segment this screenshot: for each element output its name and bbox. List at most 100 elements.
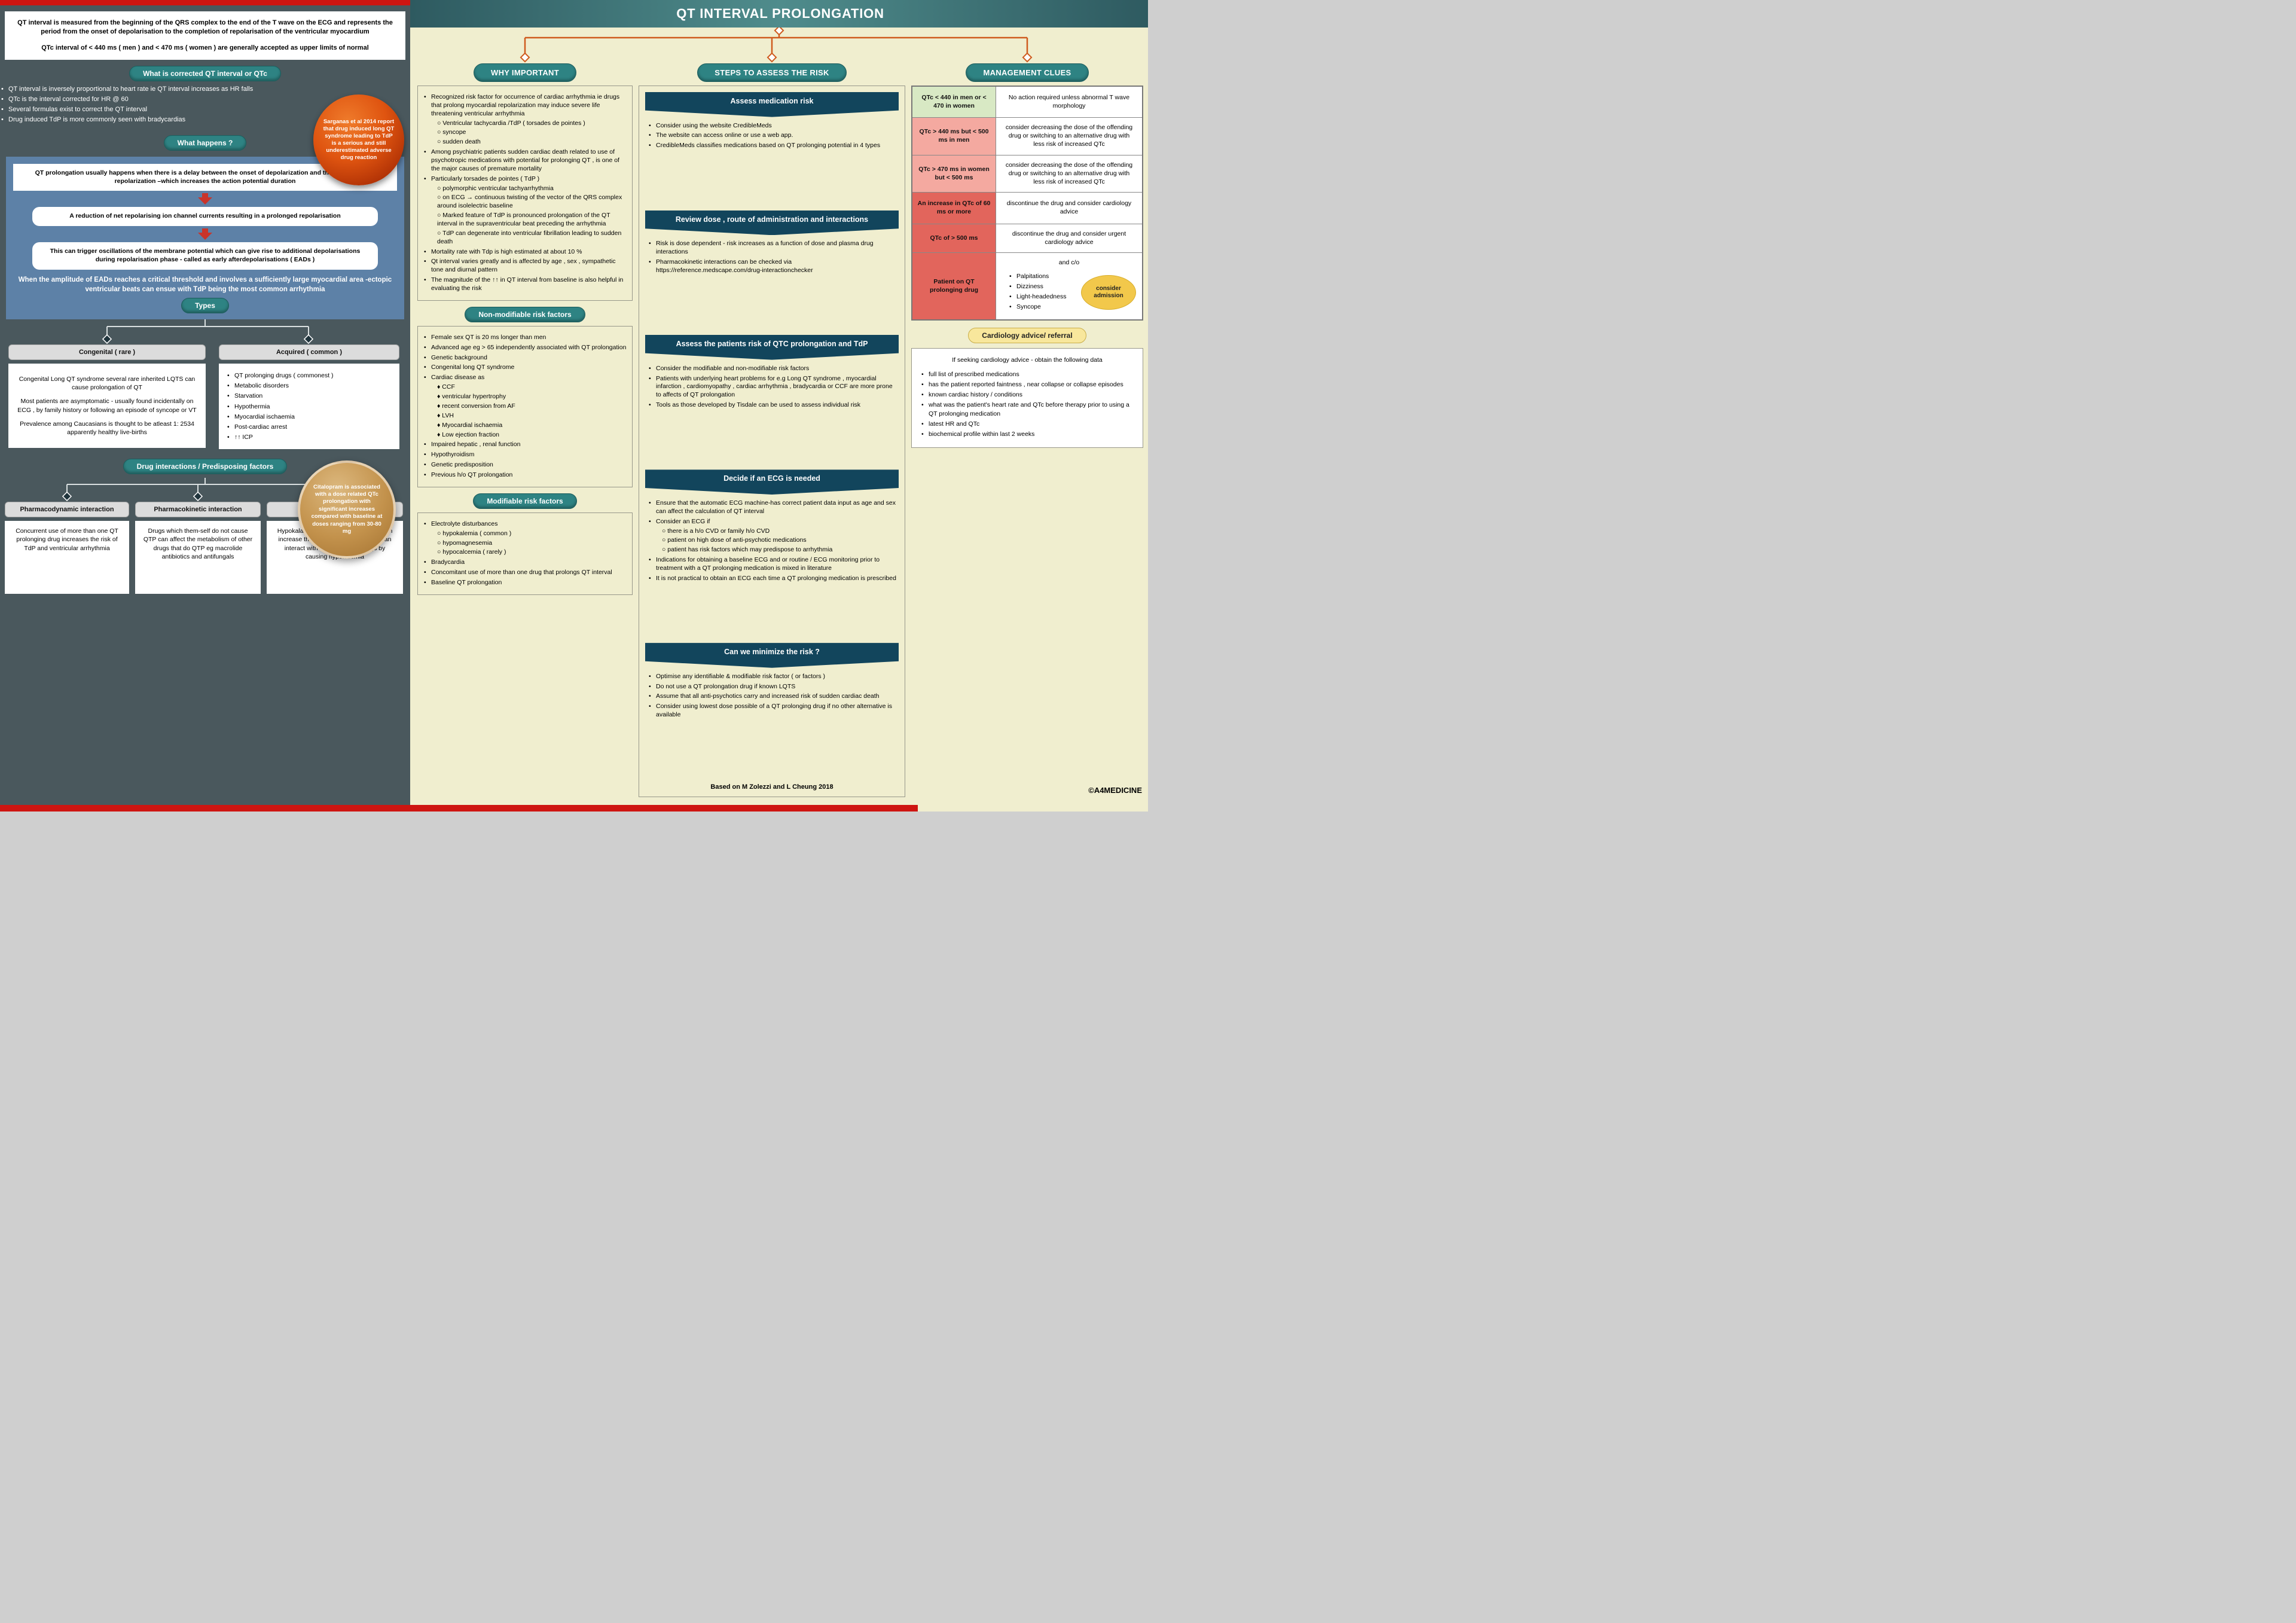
table-row: An increase in QTc of 60 ms or more disc… bbox=[912, 193, 1142, 224]
list-item: Prevalence among Caucasians is thought t… bbox=[20, 420, 194, 436]
connector-diamond-icon bbox=[1022, 52, 1033, 63]
list-item: has the patient reported faintness , nea… bbox=[920, 380, 1134, 389]
steps-column: STEPS TO ASSESS THE RISK Assess medicati… bbox=[639, 63, 905, 803]
list-item: biochemical profile within last 2 weeks bbox=[920, 430, 1134, 438]
list-item: Female sex QT is 20 ms longer than men bbox=[423, 334, 627, 342]
sub-list-item: ○ polymorphic ventricular tachyarrhythmi… bbox=[437, 184, 554, 192]
sub-list: ○ there is a h/o CVD or family h/o CVD○ … bbox=[661, 527, 896, 555]
qtc-bullet-list: QT interval is inversely proportional to… bbox=[0, 85, 287, 124]
consider-admission-badge: consider admission bbox=[1081, 274, 1136, 310]
connector-diamond-icon bbox=[303, 334, 314, 344]
management-table: QTc < 440 in men or < 470 in women No ac… bbox=[911, 86, 1143, 321]
list-item: latest HR and QTc bbox=[920, 420, 1134, 428]
list-item: Pharmacokinetic interactions can be chec… bbox=[648, 258, 896, 275]
step-list: Optimise any identifiable & modifiable r… bbox=[645, 673, 899, 719]
what-happens-pill-row: What happens ? bbox=[0, 135, 410, 151]
list-item: The magnitude of the ↑↑ in QT interval f… bbox=[423, 276, 627, 293]
eads-conclusion-text: When the amplitude of EADs reaches a cri… bbox=[18, 276, 392, 293]
sub-list-item: ○ there is a h/o CVD or family h/o CVD bbox=[662, 527, 770, 535]
list-item: Consider using lowest dose possible of a… bbox=[648, 703, 896, 719]
acquired-body: QT prolonging drugs ( commonest )Metabol… bbox=[219, 364, 399, 450]
sub-list-item: ○ hypokalemia ( common ) bbox=[437, 529, 512, 537]
modifiable-pill: Modifiable risk factors bbox=[473, 493, 577, 509]
qtc-section-pill: What is corrected QT interval or QTc bbox=[129, 65, 281, 81]
non-modifiable-list: Female sex QT is 20 ms longer than menAd… bbox=[423, 334, 627, 480]
action-cell: discontinue the drug and consider cardio… bbox=[996, 193, 1142, 224]
sub-list-item: ○ patient has risk factors which may pre… bbox=[662, 546, 833, 554]
list-item: Palpitations bbox=[1008, 273, 1076, 281]
list-item: Syncope bbox=[1008, 303, 1076, 312]
step-decide-ecg: Decide if an ECG is needed Ensure that t… bbox=[645, 469, 899, 584]
mechanism-box-3: This can trigger oscillations of the mem… bbox=[32, 242, 378, 270]
step-list: Consider the modifiable and non-modifiab… bbox=[645, 365, 899, 410]
sub-list: ○ Ventricular tachycardia /TdP ( torsade… bbox=[436, 120, 627, 147]
modifiable-box: Electrolyte disturbances○ hypokalemia ( … bbox=[417, 512, 633, 595]
list-item: Dizziness bbox=[1008, 283, 1076, 291]
list-item: Consider using the website CredibleMeds bbox=[648, 122, 896, 130]
list-item: Myocardial ischaemia bbox=[226, 413, 392, 421]
qtc-range-cell: Patient on QT prolonging drug bbox=[912, 253, 996, 319]
title-connector bbox=[520, 28, 1033, 63]
connector-diamond-icon bbox=[774, 28, 784, 36]
types-branches: Congenital ( rare ) Congenital Long QT s… bbox=[8, 344, 402, 450]
list-item: Consider an ECG if○ there is a h/o CVD o… bbox=[648, 518, 896, 554]
list-item: what was the patient's heart rate and QT… bbox=[920, 401, 1134, 417]
list-item: Hypothermia bbox=[226, 402, 392, 411]
connector-diamond-icon bbox=[62, 492, 72, 502]
list-item: Previous h/o QT prolongation bbox=[423, 471, 627, 480]
list-item: Consider the modifiable and non-modifiab… bbox=[648, 365, 896, 373]
congenital-header: Congenital ( rare ) bbox=[8, 344, 206, 361]
cardiology-list: full list of prescribed medicationshas t… bbox=[920, 370, 1134, 438]
sub-list-item: ○ hypomagnesemia bbox=[437, 539, 493, 547]
sub-list-item: ○ TdP can degenerate into ventricular fi… bbox=[437, 229, 622, 245]
table-row: QTc > 440 ms but < 500 ms in men conside… bbox=[912, 118, 1142, 155]
list-item: Tools as those developed by Tisdale can … bbox=[648, 401, 896, 410]
list-item: QTc is the interval corrected for HR @ 6… bbox=[0, 95, 287, 104]
action-cell: consider decreasing the dose of the offe… bbox=[996, 118, 1142, 155]
modifiable-list: Electrolyte disturbances○ hypokalemia ( … bbox=[423, 520, 627, 587]
pharmacodynamic-body: Concurrent use of more than one QT prolo… bbox=[5, 521, 129, 594]
list-item: CredibleMeds classifies medications base… bbox=[648, 142, 896, 150]
list-item: known cardiac history / conditions bbox=[920, 391, 1134, 399]
sarganas-note-circle: Sarganas et al 2014 report that drug ind… bbox=[313, 94, 404, 185]
list-item: Ensure that the automatic ECG machine-ha… bbox=[648, 499, 896, 516]
list-item: It is not practical to obtain an ECG eac… bbox=[648, 575, 896, 583]
list-item: QT interval is inversely proportional to… bbox=[0, 85, 287, 94]
management-column: MANAGEMENT CLUES QTc < 440 in men or < 4… bbox=[911, 63, 1143, 803]
list-item: Indications for obtaining a baseline ECG… bbox=[648, 556, 896, 573]
list-item: The website can access online or use a w… bbox=[648, 132, 896, 140]
sub-list: ○ polymorphic ventricular tachyarrhythmi… bbox=[436, 185, 627, 246]
list-item: Congenital Long QT syndrome several rare… bbox=[19, 376, 196, 392]
list-item: Particularly torsades de pointes ( TdP )… bbox=[423, 175, 627, 246]
list-item: Qt interval varies greatly and is affect… bbox=[423, 258, 627, 274]
why-important-column: WHY IMPORTANT Recognized risk factor for… bbox=[417, 63, 633, 803]
table-row: Patient on QT prolonging drug and c/o Pa… bbox=[912, 253, 1142, 319]
list-item: Light-headedness bbox=[1008, 293, 1076, 301]
qt-definition-box: QT interval is measured from the beginni… bbox=[5, 11, 405, 60]
sub-list-item: ○ patient on high dose of anti-psychotic… bbox=[662, 536, 807, 544]
step-list: Consider using the website CredibleMedsT… bbox=[645, 122, 899, 151]
sub-list: ♦ CCF♦ ventricular hypertrophy♦ recent c… bbox=[436, 383, 627, 439]
list-item: Several formulas exist to correct the QT… bbox=[0, 105, 287, 114]
list-item: Patients with underlying heart problems … bbox=[648, 375, 896, 400]
left-panel: QT interval is measured from the beginni… bbox=[0, 0, 410, 812]
why-important-list: Recognized risk factor for occurrence of… bbox=[423, 93, 627, 293]
symptoms-cell: and c/o PalpitationsDizzinessLight-heade… bbox=[996, 253, 1142, 319]
cardiology-advice-box: If seeking cardiology advice - obtain th… bbox=[911, 347, 1143, 449]
list-item: Recognized risk factor for occurrence of… bbox=[423, 93, 627, 147]
connector-diamond-icon bbox=[193, 492, 203, 502]
sub-list-item: ○ hypocalcemia ( rarely ) bbox=[437, 548, 506, 556]
drug-interactions-pill: Drug interactions / Predisposing factors bbox=[123, 459, 288, 475]
list-item: Bradycardia bbox=[423, 559, 627, 567]
list-item: Electrolyte disturbances○ hypokalemia ( … bbox=[423, 520, 627, 557]
non-modifiable-box: Female sex QT is 20 ms longer than menAd… bbox=[417, 325, 633, 487]
connector-diamond-icon bbox=[767, 52, 777, 63]
symptoms-wrap: PalpitationsDizzinessLight-headednessSyn… bbox=[1002, 271, 1136, 313]
list-item: ↑↑ ICP bbox=[226, 433, 392, 441]
types-connector bbox=[102, 319, 314, 344]
list-item: Mortality rate with Tdp is high estimate… bbox=[423, 248, 627, 257]
qtc-upper-limits-text: QTc interval of < 440 ms ( men ) and < 4… bbox=[41, 44, 369, 51]
symptoms-intro: and c/o bbox=[1058, 259, 1080, 267]
table-row: QTc > 470 ms in women but < 500 ms consi… bbox=[912, 155, 1142, 193]
top-red-strip bbox=[0, 0, 410, 5]
